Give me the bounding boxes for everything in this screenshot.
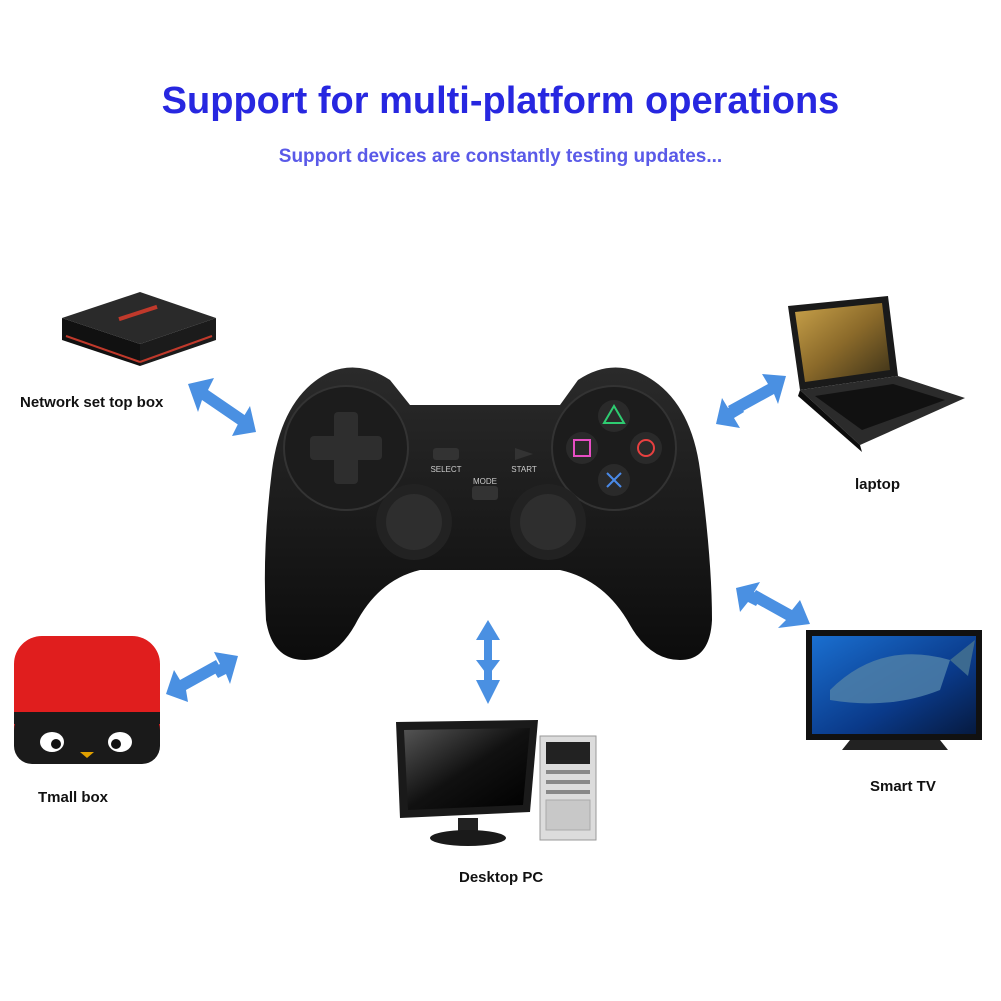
desktop-pc-label: Desktop PC [459,869,544,886]
laptop-image [788,296,965,452]
set-top-box-label: Network set top box [20,394,164,411]
tmall-box-label: Tmall box [38,789,109,806]
mode-label: MODE [473,477,497,486]
start-label: START [511,465,537,474]
smart-tv-label: Smart TV [870,778,936,795]
page-subtitle: Support devices are constantly testing u… [278,146,723,167]
desktop-pc-image [396,720,597,846]
arrow-laptop [716,374,786,428]
smart-tv-image [806,630,982,750]
arrow-tmall [166,652,238,702]
select-label: SELECT [430,465,461,474]
laptop-label: laptop [855,476,900,493]
arrow-desktop-pc [476,620,500,704]
page-title: Support for multi-platform operations [161,80,840,122]
set-top-box-image [62,292,216,366]
game-controller [264,367,712,660]
tmall-box-image [14,636,160,764]
arrow-set-top-box [188,378,256,436]
arrow-smart-tv [736,582,810,628]
